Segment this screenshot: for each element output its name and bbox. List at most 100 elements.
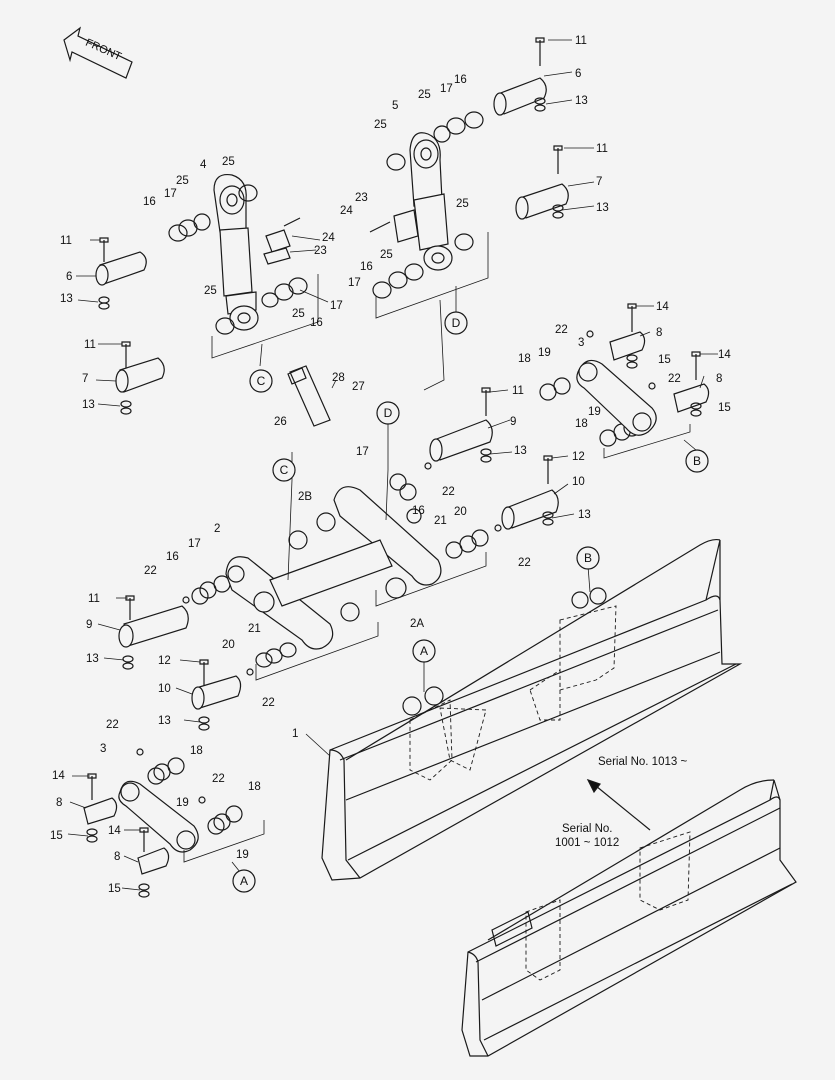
part-label: 28	[332, 372, 345, 384]
part-label: 17	[330, 300, 343, 312]
part-label: 1	[292, 728, 298, 740]
part-label: 4	[200, 159, 207, 171]
part-label: 21	[434, 515, 447, 527]
callout-d-lower	[376, 401, 400, 425]
part-label: 18	[575, 418, 588, 430]
part-label: 13	[86, 653, 99, 665]
part-label: 17	[440, 83, 453, 95]
part-label: 11	[84, 339, 96, 351]
callout-a-lower	[232, 869, 256, 893]
serial-old-label-line1: Serial No.	[562, 823, 613, 835]
part-label: 19	[236, 849, 249, 861]
seal-rings	[147, 111, 641, 835]
part-label: 15	[658, 354, 671, 366]
washers	[86, 97, 702, 898]
part-label: 19	[176, 797, 189, 809]
part-label: 22	[555, 324, 568, 336]
part-label: 25	[456, 198, 469, 210]
part-label: 13	[596, 202, 609, 214]
part-label: 14	[108, 825, 121, 837]
callout-d-lower-label: D	[384, 406, 393, 420]
part-label: 19	[538, 347, 551, 359]
part-label: 13	[158, 715, 171, 727]
part-label: 11	[512, 385, 524, 397]
part-label: 22	[262, 697, 275, 709]
part-label: 15	[50, 830, 63, 842]
part-label: 18	[248, 781, 261, 793]
callout-b-upper-label: B	[693, 454, 701, 468]
part-label: 16	[310, 317, 323, 329]
callout-c-upper	[249, 369, 273, 393]
callout-a-bucket	[412, 639, 436, 663]
callout-circles: C D D C B B A A	[232, 311, 709, 893]
part-label: 11	[596, 143, 608, 155]
part-label: 10	[572, 476, 585, 488]
part-label: 22	[668, 373, 681, 385]
part-label: 14	[656, 301, 669, 313]
part-label: 2B	[298, 491, 312, 503]
part-label: 11	[88, 593, 100, 605]
part-label: 2	[214, 523, 220, 535]
part-label: 25	[222, 156, 235, 168]
part-label: 3	[578, 337, 584, 349]
part-label: 8	[716, 373, 722, 385]
grease-fittings	[136, 330, 656, 804]
part-number-labels: 11 6 16 17 25 13 5 25 11 25 4 25 7 17 23…	[50, 35, 731, 895]
right-cylinder	[393, 132, 453, 271]
front-arrow: FRONT	[63, 26, 133, 79]
left-cylinder	[213, 173, 291, 331]
part-label: 13	[578, 509, 591, 521]
part-label: 12	[572, 451, 585, 463]
callout-b-bucket-label: B	[584, 551, 592, 565]
part-label: 25	[292, 308, 305, 320]
part-label: 22	[442, 486, 455, 498]
links-b-group	[576, 331, 710, 436]
part-label: 8	[114, 851, 120, 863]
serial-arrow	[586, 778, 651, 831]
part-label: 16	[143, 196, 156, 208]
part-label: 26	[274, 416, 287, 428]
part-label: 9	[510, 416, 516, 428]
part-label: 6	[575, 68, 581, 80]
part-label: 11	[575, 35, 587, 47]
part-label: 19	[588, 406, 601, 418]
part-label: 6	[66, 271, 72, 283]
part-label: 13	[60, 293, 73, 305]
part-label: 22	[212, 773, 225, 785]
part-label: 8	[56, 797, 62, 809]
central-linkage	[225, 486, 442, 650]
part-label: 15	[108, 883, 121, 895]
part-label: 25	[374, 119, 387, 131]
callout-b-upper	[685, 449, 709, 473]
part-label: 9	[86, 619, 92, 631]
part-label: 16	[454, 74, 467, 86]
links-a-group	[83, 780, 199, 875]
part-label: 23	[355, 192, 368, 204]
part-label: 10	[158, 683, 171, 695]
part-label: 7	[596, 176, 602, 188]
part-label: 25	[380, 249, 393, 261]
part-label: 22	[144, 565, 157, 577]
part-label: 3	[100, 743, 106, 755]
part-label: 16	[360, 261, 373, 273]
serial-old-label-line2: 1001 ~ 1012	[555, 837, 619, 849]
part-label: 17	[348, 277, 361, 289]
part-label: 21	[248, 623, 261, 635]
part-label: 24	[322, 232, 335, 244]
part-label: 16	[412, 505, 425, 517]
part-label: 20	[222, 639, 235, 651]
part-label: 20	[454, 506, 467, 518]
plate-26	[287, 365, 331, 427]
right-pins	[493, 77, 569, 220]
part-label: 12	[158, 655, 171, 667]
part-label: 25	[418, 89, 431, 101]
part-label: 14	[718, 349, 731, 361]
part-label: 23	[314, 245, 327, 257]
part-label: 13	[575, 95, 588, 107]
part-label: 11	[60, 235, 72, 247]
callout-b-bucket	[576, 546, 600, 570]
part-label: 14	[52, 770, 65, 782]
serial-new-label: Serial No. 1013 ~	[598, 756, 687, 768]
part-label: 17	[188, 538, 201, 550]
callout-c-upper-label: C	[257, 374, 266, 388]
